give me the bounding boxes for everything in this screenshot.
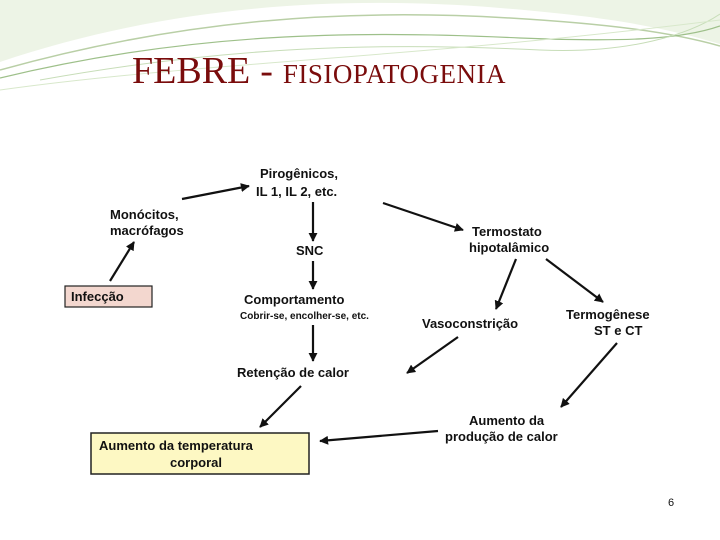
node-monocitos-line2: macrófagos xyxy=(110,223,184,238)
title-sub: FISIOPATOGENIA xyxy=(282,59,506,89)
title-separator: - xyxy=(260,50,273,92)
arrow-retencao-to-temperatura xyxy=(259,385,302,428)
arrow-vasoconstricao-to-retencao xyxy=(406,336,459,374)
node-termostato-line2: hipotalâmico xyxy=(469,240,549,255)
node-aumento-temperatura-line2: corporal xyxy=(170,455,222,470)
page-number: 6 xyxy=(668,497,674,509)
node-monocitos-line1: Monócitos, xyxy=(110,207,179,222)
node-comportamento: Comportamento xyxy=(244,292,344,307)
node-comportamento-detail: Cobrir-se, encolher-se, etc. xyxy=(240,311,369,322)
arrow-termogenese-to-producao xyxy=(560,342,618,408)
decorative-header-swoosh xyxy=(0,0,720,91)
node-infeccao: Infecção xyxy=(71,289,124,304)
node-retencao: Retenção de calor xyxy=(237,365,349,380)
arrow-termostato-to-vasoconstricao xyxy=(494,258,518,310)
node-aumento-temperatura-line1: Aumento da temperatura xyxy=(99,438,254,453)
node-aumento-producao-line2: produção de calor xyxy=(445,429,558,444)
node-vasoconstricao: Vasoconstrição xyxy=(422,316,518,331)
fever-pathophysiology-diagram: Pirogênicos, IL 1, IL 2, etc. Monócitos,… xyxy=(13,109,695,531)
node-termogenese-line1: Termogênese xyxy=(566,307,650,322)
node-infeccao-box xyxy=(64,285,153,308)
node-aumento-producao-line1: Aumento da xyxy=(469,413,545,428)
node-aumento-temperatura-box xyxy=(90,432,310,475)
node-termogenese-line2: ST e CT xyxy=(594,323,642,338)
title-main: FEBRE xyxy=(132,50,251,92)
node-snc: SNC xyxy=(296,243,324,258)
arrow-termostato-to-termogenese xyxy=(545,258,604,303)
arrow-infeccao-to-monocitos xyxy=(109,241,135,282)
node-pirogenicos-line2: IL 1, IL 2, etc. xyxy=(256,184,337,199)
page-title: FEBRE-FISIOPATOGENIA xyxy=(132,52,506,90)
arrow-producao-to-temperatura xyxy=(319,429,439,445)
arrow-monocitos-to-pirogenicos xyxy=(181,183,250,201)
node-pirogenicos-line1: Pirogênicos, xyxy=(260,166,338,181)
node-termostato-line1: Termostato xyxy=(472,224,542,239)
arrow-pirogenicos-to-termostato xyxy=(382,201,464,232)
